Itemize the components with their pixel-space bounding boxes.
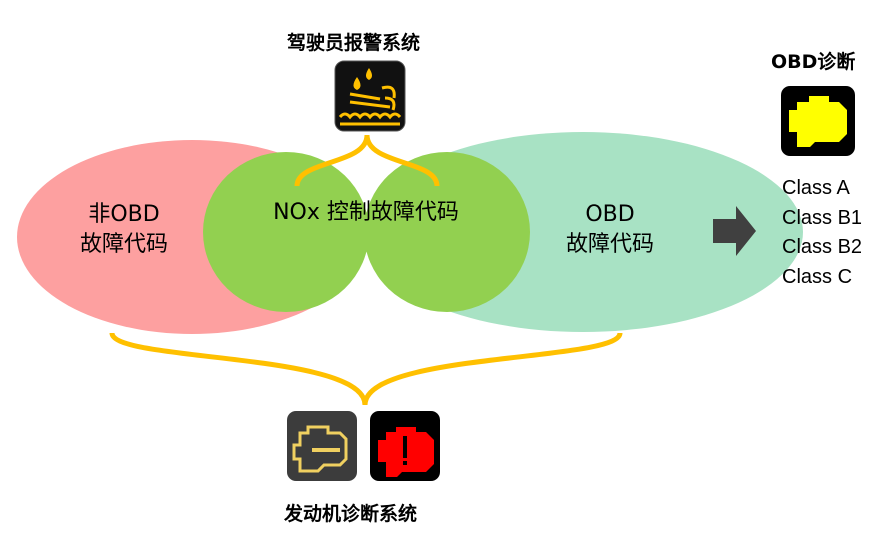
class-list: Class A Class B1 Class B2 Class C (782, 174, 862, 292)
obd-label: OBD 故障代码 (550, 200, 670, 260)
obd-line1: OBD (585, 202, 635, 227)
class-item: Class B2 (782, 236, 863, 258)
nox-label: NOx 控制故障代码 (273, 200, 459, 225)
non-obd-label: 非OBD 故障代码 (64, 200, 184, 260)
obd-diag-title: OBD诊断 (771, 51, 856, 73)
driver-warning-icon (334, 60, 406, 132)
non-obd-line1: 非OBD (88, 202, 160, 227)
driver-warning-brace (294, 134, 440, 187)
obd-line2: 故障代码 (565, 232, 654, 257)
non-obd-line2: 故障代码 (79, 232, 168, 257)
class-item: Class A (782, 177, 850, 199)
nox-left-circle (203, 152, 369, 312)
class-item: Class B1 (782, 206, 863, 229)
engine-check-red-icon (370, 411, 440, 481)
driver-warning-title: 驾驶员报警系统 (287, 32, 421, 54)
engine-diag-brace (109, 331, 623, 406)
class-item: Class C (782, 265, 853, 288)
engine-diag-title: 发动机诊断系统 (284, 503, 418, 525)
obd-engine-icon (781, 86, 855, 156)
nox-right-circle (364, 152, 530, 312)
arrow-right-icon (713, 206, 756, 256)
engine-check-yellow-icon (287, 411, 357, 481)
